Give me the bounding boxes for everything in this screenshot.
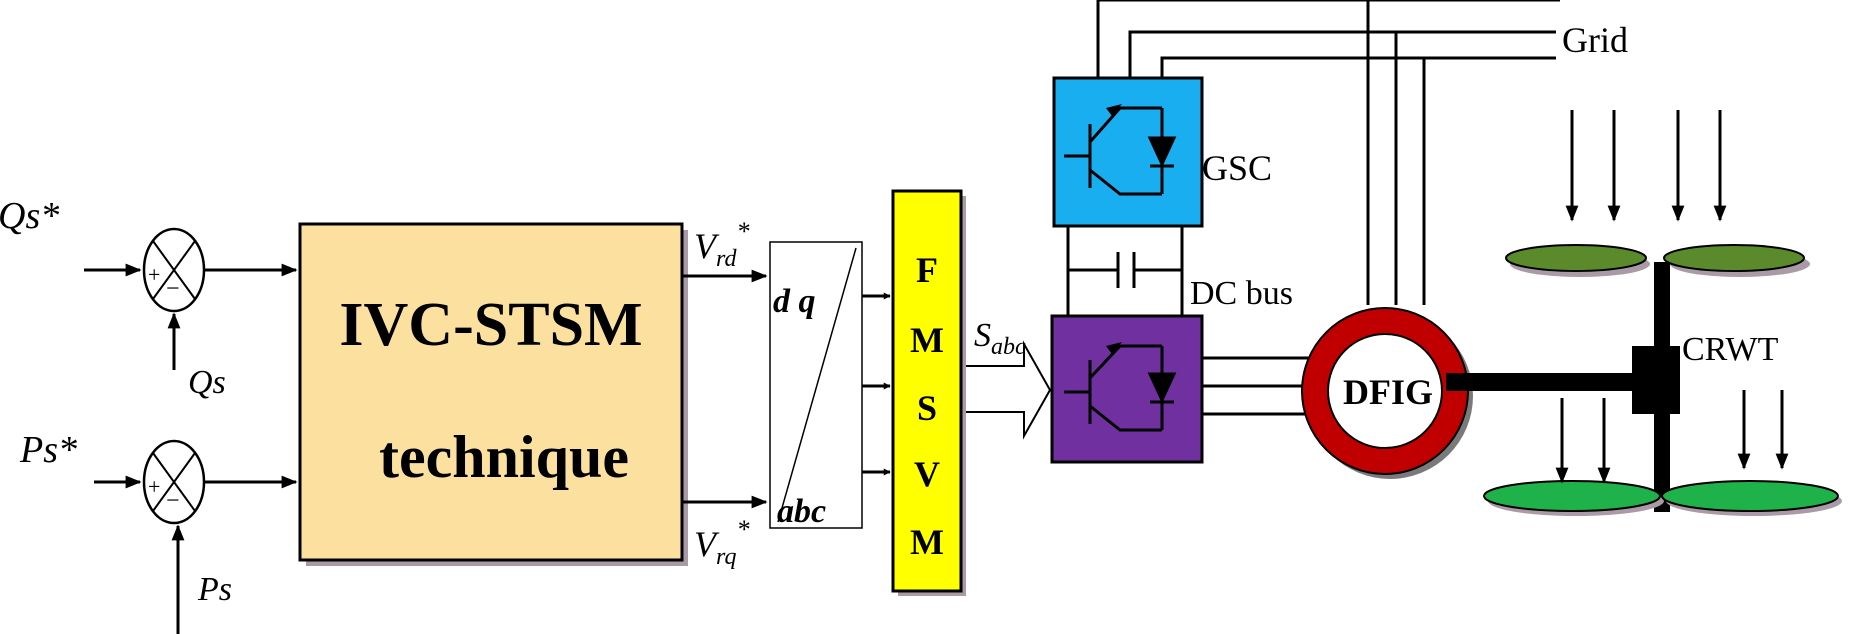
upper-blade-right <box>1663 244 1805 272</box>
rsc-box <box>1050 314 1204 464</box>
controller-title: IVC-STSM <box>339 291 642 359</box>
wind-arrows-upper <box>1565 110 1727 222</box>
upper-rotor <box>1505 244 1810 277</box>
lower-blade-left <box>1483 480 1661 512</box>
vrd-label: Vrd* <box>694 217 749 272</box>
plus-sign: + <box>148 474 160 499</box>
dc-bus <box>1066 226 1184 316</box>
sabc-arrow <box>966 340 1052 440</box>
controller-box <box>298 222 684 562</box>
upper-blade-left <box>1505 244 1647 272</box>
plus-sign: + <box>148 262 160 287</box>
transform-bottom-label: abc <box>777 493 826 530</box>
fmsvm-letter-v: V <box>914 454 940 494</box>
wind-arrows-lower <box>1555 390 1789 484</box>
fmsvm-letter-m: M <box>910 320 944 360</box>
qs-label: Qs <box>188 364 226 401</box>
transform-top-label: d q <box>773 283 816 320</box>
minus-sign: − <box>166 276 180 302</box>
minus-sign: − <box>166 488 180 514</box>
fmsvm-letter-s: S <box>917 388 937 428</box>
fmsvm-letter-m2: M <box>910 522 944 562</box>
vrq-label: Vrq* <box>694 515 749 570</box>
ps-ref-label: Ps* <box>19 429 77 471</box>
qs-ref-label: Qs* <box>0 195 59 237</box>
igbt-diode-icon <box>1064 106 1177 196</box>
fmsvm-box <box>891 189 963 593</box>
grid-label: Grid <box>1562 20 1628 60</box>
gsc-converter <box>1052 76 1204 228</box>
ivc-stsm-block: IVC-STSM technique <box>298 222 688 566</box>
fmsvm-block: F M S V M <box>891 189 966 596</box>
lower-blade-right <box>1661 480 1839 512</box>
rsc-converter <box>1050 314 1204 464</box>
igbt-emitter-arrow <box>1106 104 1122 116</box>
igbt-emitter-arrow <box>1106 342 1122 354</box>
summing-junction-q: + − <box>142 227 206 313</box>
lower-rotor <box>1483 480 1842 516</box>
sabc-label: Sabc <box>974 317 1026 360</box>
crwt-label: CRWT <box>1682 331 1779 368</box>
grid-lines <box>1096 0 1560 305</box>
summing-junction-p: + − <box>142 439 206 525</box>
ps-label: Ps <box>197 571 232 608</box>
gsc-label: GSC <box>1202 148 1272 188</box>
dq-abc-transform-block: d q abc <box>769 241 863 530</box>
gsc-box <box>1052 76 1204 228</box>
hub <box>1632 346 1680 414</box>
transform-diagonal <box>777 247 857 523</box>
igbt-diode-icon <box>1064 344 1177 432</box>
fmsvm-letter-f: F <box>916 250 938 290</box>
dfig-label: DFIG <box>1343 372 1433 412</box>
controller-subtitle: technique <box>379 424 629 490</box>
dc-bus-label: DC bus <box>1190 275 1293 312</box>
dfig-generator: DFIG <box>1301 307 1473 479</box>
